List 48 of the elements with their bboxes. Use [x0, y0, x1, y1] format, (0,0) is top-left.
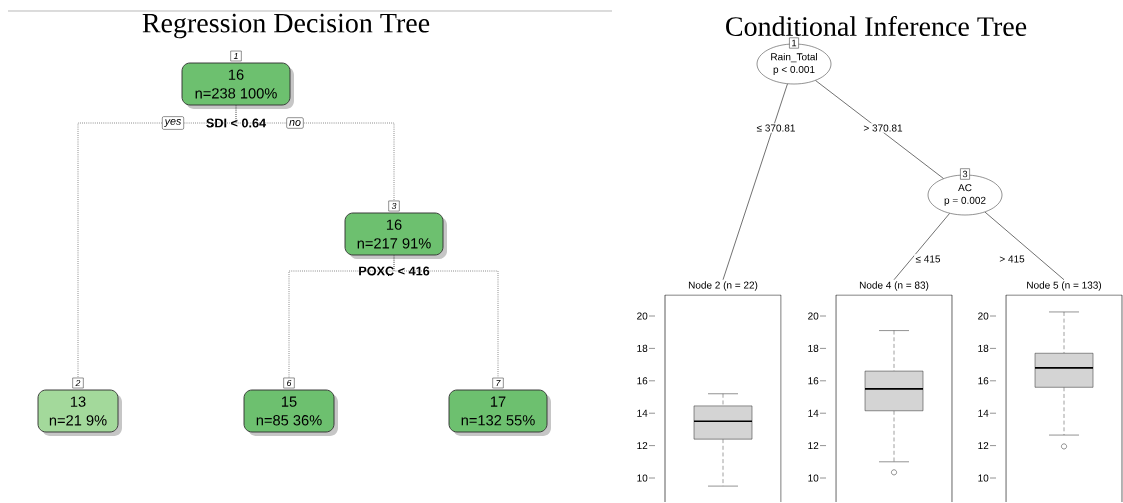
tree-node-box: 15 n=85 36%: [243, 389, 338, 436]
title: Conditional Inference Tree: [726, 16, 1027, 36]
node-number-tag: 3: [960, 168, 970, 180]
axis-tick-label: 14: [808, 409, 827, 417]
axis-tick-label: 14: [978, 409, 997, 417]
tree-node-box: 16 n=217 91%: [344, 212, 447, 259]
edge-label: > 415: [998, 254, 1026, 264]
axis-tick-label: 14: [637, 409, 656, 417]
axis-tick-label: 16: [808, 377, 827, 385]
axis-tick-label: 18: [637, 344, 656, 352]
connector-line: [722, 83, 788, 281]
tree-node-box: 13 n=21 9%: [37, 389, 122, 436]
node-number-tag: 1: [789, 37, 799, 49]
axis-tick-label: 10: [808, 474, 827, 482]
axis-tick-label: 12: [978, 442, 997, 450]
axis-tick-label: 20: [808, 312, 827, 320]
axis-tick-label: 20: [978, 312, 997, 320]
split-condition: POXC < 416: [356, 264, 432, 278]
node-number-tag: 1: [230, 50, 242, 62]
panel-title: Node 2 (n = 22): [686, 280, 760, 292]
tree-node-box: 17 n=132 55%: [448, 389, 551, 436]
axis-tick-label: 10: [978, 474, 997, 482]
edge-label: ≤ 370.81: [755, 123, 797, 133]
connector-line: [815, 80, 944, 179]
panel-title: Node 4 (n = 83): [857, 280, 931, 292]
node-number-tag: 6: [283, 377, 295, 389]
connector-line: [393, 255, 499, 379]
axis-tick-label: 16: [978, 377, 997, 385]
node-number-tag: 7: [492, 377, 504, 389]
connector-line: [984, 211, 1065, 281]
split-condition: SDI < 0.64: [203, 116, 269, 130]
axis-tick-label: 18: [808, 344, 827, 352]
connector-line: [235, 105, 395, 202]
edge-label: ≤ 415: [914, 254, 942, 264]
axis-tick-label: 10: [637, 474, 656, 482]
edge-label: yes: [162, 116, 184, 130]
axis-tick-label: 18: [978, 344, 997, 352]
axis-tick-label: 12: [808, 442, 827, 450]
panel-title: Node 5 (n = 133): [1025, 280, 1103, 292]
axis-tick-label: 16: [637, 377, 656, 385]
title: Regression Decision Tree: [142, 13, 430, 39]
edge-label: > 370.81: [862, 123, 904, 133]
connector-line: [893, 213, 950, 281]
axis-tick-label: 20: [637, 312, 656, 320]
edge-label: no: [286, 117, 304, 129]
node-number-tag: 3: [388, 200, 400, 212]
axis-tick-label: 12: [637, 442, 656, 450]
node-number-tag: 2: [72, 377, 84, 389]
